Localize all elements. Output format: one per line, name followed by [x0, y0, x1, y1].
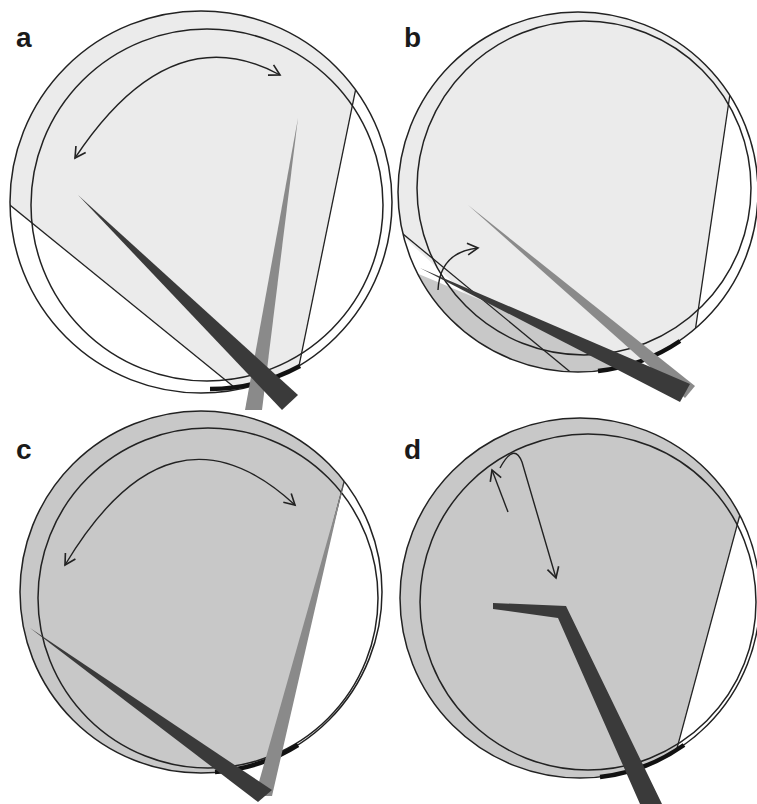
- inner-circle: [420, 434, 756, 770]
- instrument: [78, 195, 298, 410]
- panel-d: [400, 418, 757, 804]
- outer-circle: [10, 11, 392, 393]
- motion-arrow: [75, 57, 280, 158]
- panel-label: d: [404, 436, 421, 464]
- boundary-line: [662, 470, 752, 804]
- instrument: [420, 268, 690, 402]
- boundary-line: [685, 60, 735, 400]
- panel-label: c: [16, 436, 32, 464]
- filled-region: [400, 418, 757, 778]
- instrument: [30, 628, 272, 802]
- motion-arrow: [65, 459, 295, 565]
- instrument: [493, 603, 662, 804]
- instrument: [255, 478, 345, 796]
- instrument: [468, 205, 695, 398]
- outer-circle: [20, 411, 382, 773]
- outer-circle: [400, 418, 757, 778]
- boundary-line: [0, 197, 250, 400]
- inner-circle: [38, 428, 378, 768]
- panel-label: a: [16, 24, 32, 52]
- panel-a: [0, 0, 392, 410]
- outer-circle: [398, 12, 757, 372]
- panel-b: [380, 0, 757, 402]
- motion-arrow: [492, 470, 508, 512]
- motion-arrow: [438, 248, 478, 290]
- capsule-region: [0, 0, 374, 400]
- panel-c: [20, 411, 400, 802]
- panel-label: b: [404, 24, 421, 52]
- motion-arrow: [500, 453, 556, 578]
